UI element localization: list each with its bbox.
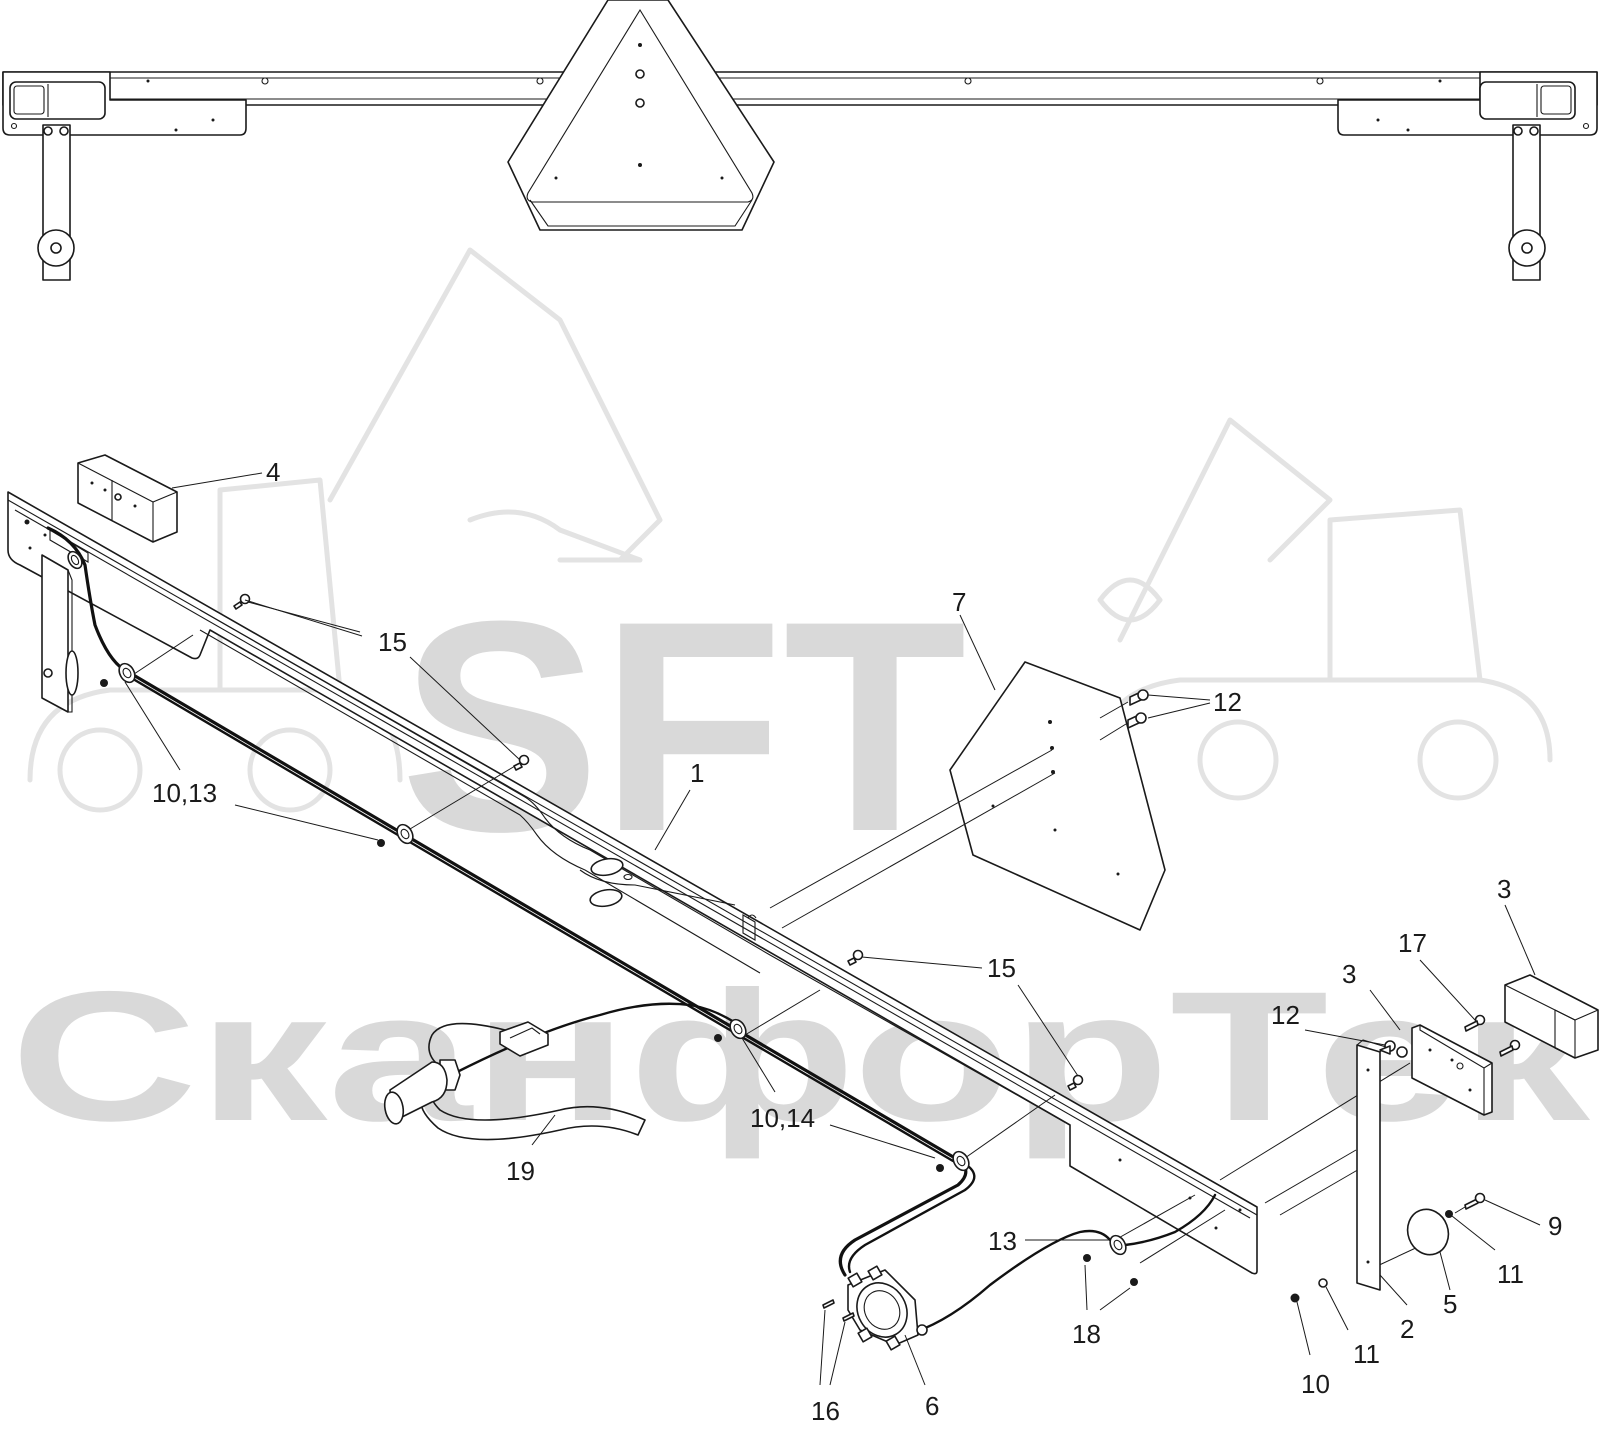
left-lamp-front <box>9 81 106 120</box>
callout-17: 17 <box>1398 928 1427 958</box>
callout-11-left: 11 <box>1353 1339 1380 1369</box>
watermark-brand: SFT <box>400 558 967 894</box>
callout-5: 5 <box>1443 1289 1457 1319</box>
part-15-screws <box>233 593 1084 1091</box>
cable-clips <box>67 550 1138 1286</box>
wire-harness <box>46 526 1217 1334</box>
part-17-screws <box>1464 1014 1521 1057</box>
right-post-front <box>1508 124 1546 281</box>
callout-3-lamp: 3 <box>1497 874 1511 904</box>
callout-3-plate: 3 <box>1342 959 1356 989</box>
exploded-view: 4 15 10,13 1 7 12 15 10,14 19 13 18 16 6… <box>7 454 1599 1426</box>
smv-triangle-front <box>507 0 775 231</box>
leader-lines <box>124 472 1541 1386</box>
callout-12-upper: 12 <box>1213 687 1242 717</box>
callout-9: 9 <box>1548 1211 1562 1241</box>
left-post-front <box>37 124 75 281</box>
callout-19: 19 <box>506 1156 535 1186</box>
part-11-washer-right <box>1445 1210 1453 1218</box>
callout-12-lower: 12 <box>1271 1000 1300 1030</box>
part-6-junction-box <box>822 1265 928 1351</box>
part-10-nut <box>1290 1293 1300 1303</box>
callout-7: 7 <box>952 587 966 617</box>
callout-2: 2 <box>1400 1314 1414 1344</box>
part-11-washer-left <box>1318 1278 1328 1288</box>
part-9-screw <box>1464 1192 1486 1210</box>
part-19-cable-plug <box>383 1002 747 1141</box>
callout-labels: 4 15 10,13 1 7 12 15 10,14 19 13 18 16 6… <box>152 457 1562 1426</box>
callout-10-14: 10,14 <box>750 1103 815 1133</box>
part-12-screws-lower <box>1379 1040 1408 1058</box>
top-elevation-view <box>2 0 1598 281</box>
callout-16: 16 <box>811 1396 840 1426</box>
callout-15-lower: 15 <box>987 953 1016 983</box>
part-12-screws-upper <box>1099 689 1149 741</box>
part-1-main-beam <box>7 491 1258 1275</box>
callout-1: 1 <box>690 758 704 788</box>
watermark: SFT СканфорТек <box>10 247 1591 1160</box>
callout-11-right: 11 <box>1497 1259 1524 1289</box>
callout-6: 6 <box>925 1391 939 1421</box>
callout-15-upper: 15 <box>378 627 407 657</box>
part-3-lamp-right <box>1504 974 1599 1059</box>
part-5-reflector <box>1406 1208 1450 1256</box>
watermark-excavator-right <box>1097 417 1553 801</box>
right-lamp-front <box>1479 81 1576 120</box>
callout-10-13: 10,13 <box>152 778 217 808</box>
callout-18: 18 <box>1072 1319 1101 1349</box>
watermark-company: СканфорТек <box>10 954 1591 1160</box>
part-7-smv-plate <box>949 661 1166 931</box>
callout-13: 13 <box>988 1226 1017 1256</box>
part-3-lamp-plate <box>1411 1024 1493 1116</box>
part-4-lamp-left <box>77 454 178 543</box>
callout-4: 4 <box>266 457 280 487</box>
callout-10: 10 <box>1301 1369 1330 1399</box>
